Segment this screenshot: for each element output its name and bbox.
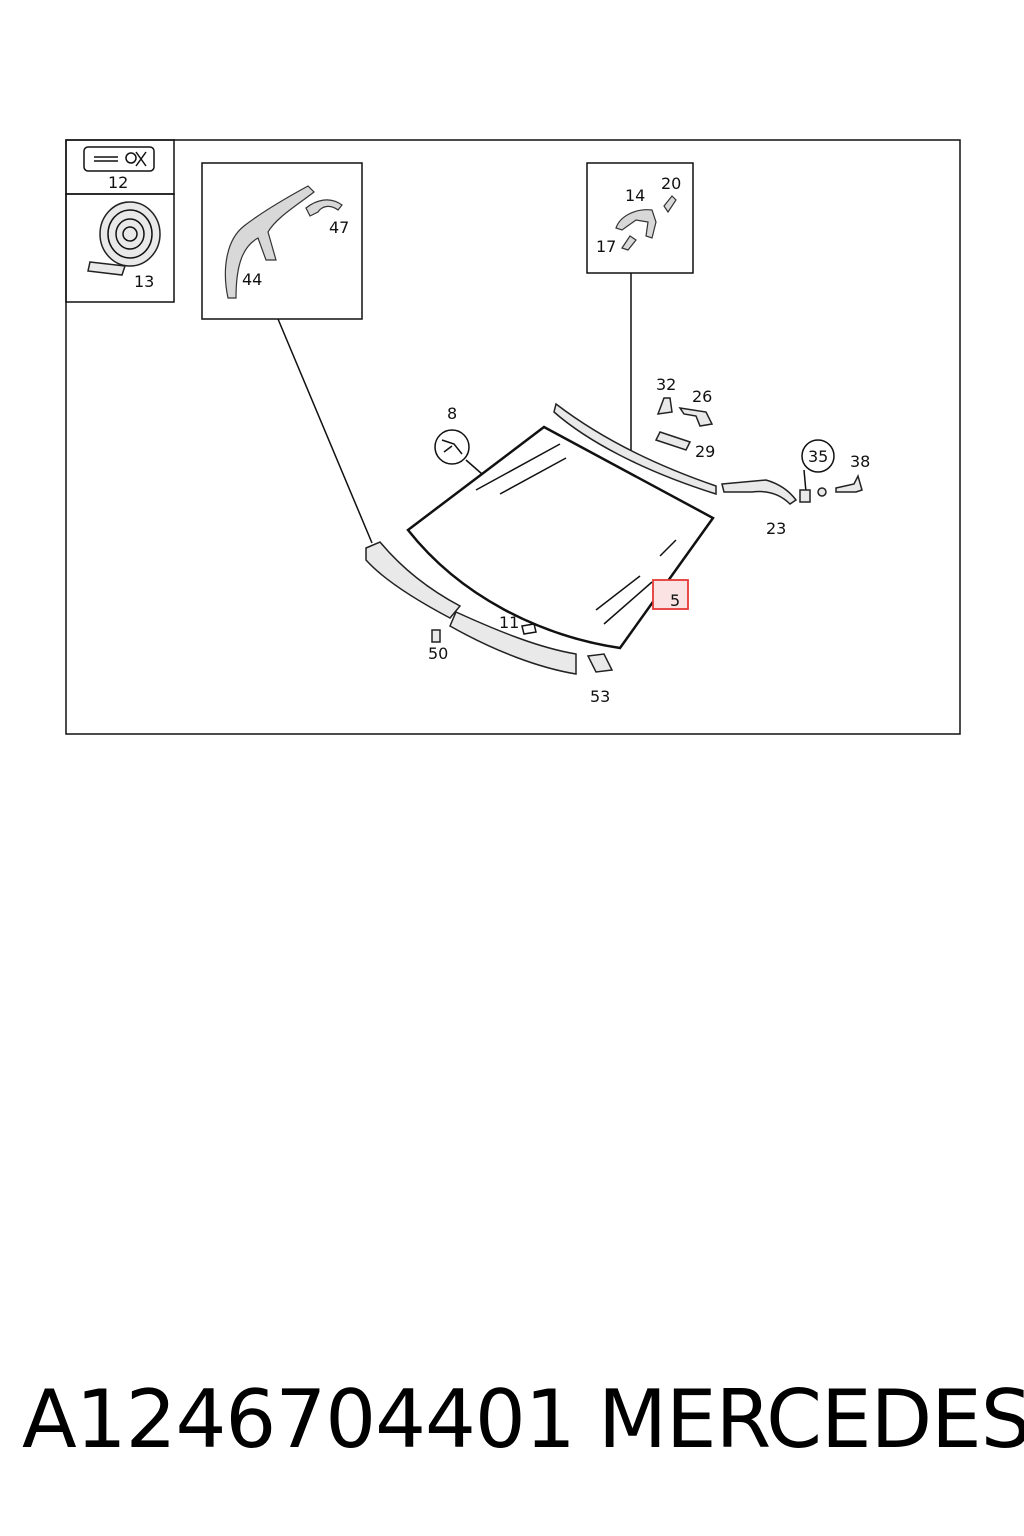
callout-13: 13: [134, 272, 154, 291]
part-number: A1246704401: [22, 1373, 576, 1466]
callout-17: 17: [596, 237, 616, 256]
clip-53: 53: [586, 653, 614, 706]
brand-name: MERCEDES: [598, 1373, 1024, 1466]
inset-12: 12: [65, 139, 175, 195]
diagram-frame: [65, 139, 961, 735]
callout-50: 50: [428, 644, 448, 663]
sensor-11: 11: [499, 613, 537, 635]
caption: A1246704401 MERCEDES: [0, 1370, 1024, 1470]
lower-cowl-left: [365, 541, 462, 619]
callout-8: 8: [447, 404, 457, 423]
fastener-35-38: 35 38: [799, 439, 870, 503]
callout-20: 20: [661, 174, 681, 193]
callout-26: 26: [692, 387, 712, 406]
callout-11: 11: [499, 613, 519, 632]
wrench-icon: 8: [434, 404, 483, 475]
leader-44: [277, 318, 373, 544]
callout-53: 53: [590, 687, 610, 706]
callout-14: 14: [625, 186, 645, 205]
lower-cowl-right: [449, 611, 577, 675]
callout-38: 38: [850, 452, 870, 471]
callout-23: 23: [766, 519, 786, 538]
highlight-callout-5[interactable]: 5: [652, 579, 689, 610]
parts-diagram: 12 13 44 47 14 20 17: [65, 139, 961, 735]
callout-35: 35: [808, 447, 828, 466]
clips-group: 32 26 29: [654, 375, 715, 461]
inset-44-47: 44 47: [201, 162, 363, 320]
callout-12: 12: [108, 173, 128, 192]
bracket-23: 23: [721, 479, 798, 538]
upper-trim-strip: [553, 402, 717, 496]
windshield-glass: [406, 425, 715, 650]
callout-44: 44: [242, 270, 262, 289]
clip-50: 50: [428, 629, 448, 663]
callout-5: 5: [670, 591, 680, 610]
inset-13: 13: [65, 193, 175, 303]
callout-47: 47: [329, 218, 349, 237]
callout-32: 32: [656, 375, 676, 394]
inset-14-17-20: 14 20 17: [586, 162, 694, 274]
callout-29: 29: [695, 442, 715, 461]
